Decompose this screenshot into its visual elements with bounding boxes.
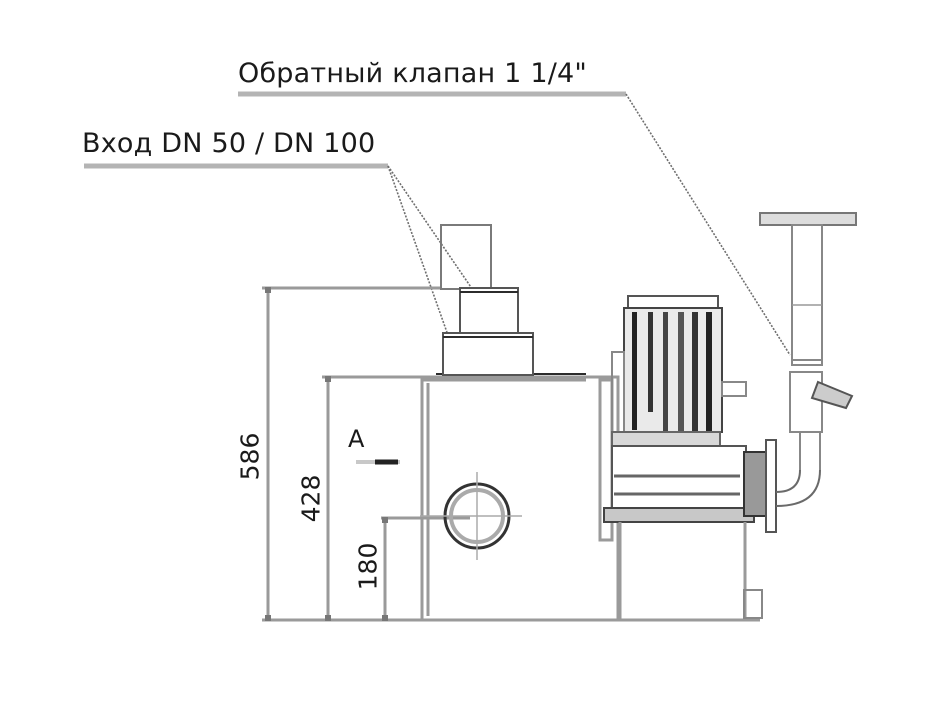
pump-motor — [603, 295, 777, 620]
check-valve-callout: Обратный клапан 1 1/4" — [238, 58, 587, 89]
dimension-tank-height: 428 — [296, 474, 326, 523]
view-marker-label: A — [348, 425, 365, 453]
inlet-fittings — [440, 224, 534, 376]
inlet-callout: Вход DN 50 / DN 100 — [82, 128, 376, 159]
dimension-lines — [262, 286, 760, 622]
discharge-pipe — [759, 212, 857, 507]
dimension-overall-height: 586 — [235, 432, 265, 481]
inlet-port — [420, 472, 522, 560]
callout-leaders — [84, 91, 791, 356]
dimension-inlet-height: 180 — [353, 542, 383, 591]
